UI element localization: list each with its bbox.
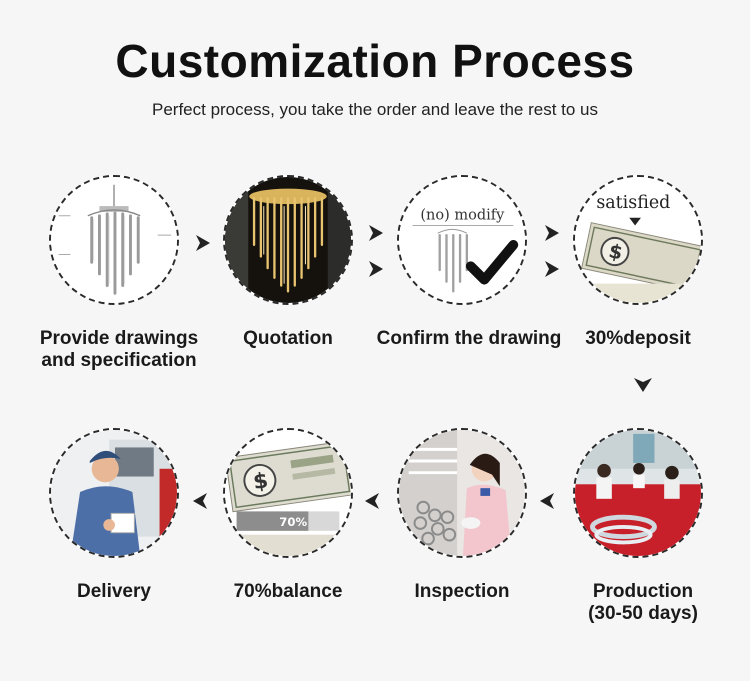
step-drawings-image <box>49 175 179 305</box>
arrow-right-icon <box>369 225 383 241</box>
step-delivery-label: Delivery <box>77 581 151 602</box>
svg-text:$: $ <box>252 468 270 495</box>
svg-text:$: $ <box>607 239 625 264</box>
page-subtitle: Perfect process, you take the order and … <box>151 100 599 119</box>
arrow-down-icon <box>634 378 652 392</box>
arrow-right-icon <box>369 261 383 277</box>
money-stack-icon: satisfied $ <box>575 177 701 303</box>
factory-workers-icon <box>575 430 701 556</box>
step-production-label: Production (30-50 days) <box>588 581 698 624</box>
page-title: Customization Process <box>115 35 635 87</box>
arrow-right-icon <box>545 261 559 277</box>
step-quotation-label: Quotation <box>243 328 333 349</box>
step-confirm-image: (no) modify <box>397 175 527 305</box>
arrow-right-icon <box>196 235 210 251</box>
drawing-checkmark-icon: (no) modify <box>399 177 525 303</box>
arrow-left-icon <box>540 493 554 509</box>
balance-badge-text: 70% <box>279 515 307 529</box>
arrow-left-icon <box>193 493 207 509</box>
step-deposit-label: 30%deposit <box>585 328 691 349</box>
money-progress-icon: $ 70% <box>225 430 351 556</box>
arrow-left-icon <box>365 493 379 509</box>
gold-chandelier-photo-icon <box>225 177 351 303</box>
confirm-stamp-text: (no) modify <box>420 208 505 224</box>
worker-inspecting-icon <box>399 430 525 556</box>
step-deposit-image: satisfied $ <box>573 175 703 305</box>
step-production-image <box>573 428 703 558</box>
step-balance-image: $ 70% <box>223 428 353 558</box>
step-delivery-image <box>49 428 179 558</box>
step-confirm-label: Confirm the drawing <box>376 328 562 349</box>
step-drawings-label: Provide drawings and specification <box>39 328 199 371</box>
delivery-man-icon <box>51 430 177 556</box>
balance-progress-fill <box>236 511 309 531</box>
chandelier-drawing-icon <box>51 177 177 303</box>
step-inspection-label: Inspection <box>414 581 510 602</box>
step-balance-label: 70%balance <box>233 581 343 602</box>
step-quotation-image <box>223 175 353 305</box>
arrow-right-icon <box>545 225 559 241</box>
step-inspection-image <box>397 428 527 558</box>
deposit-stamp-text: satisfied <box>596 193 670 213</box>
